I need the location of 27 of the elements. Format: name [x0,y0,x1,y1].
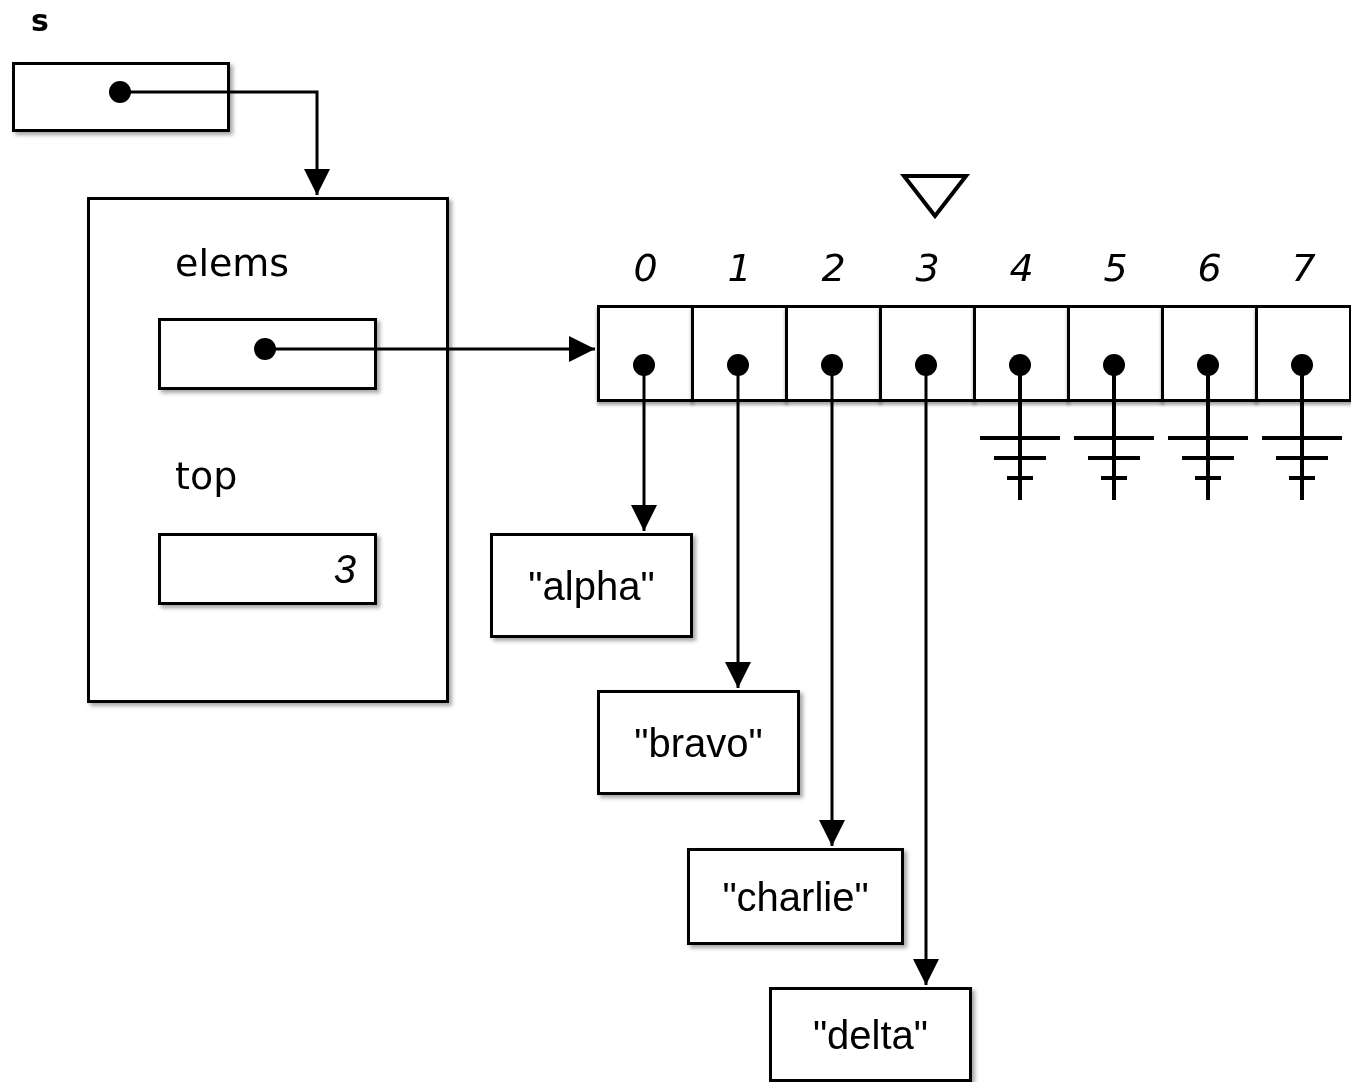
string-box [490,533,693,638]
field-name: elems [175,241,290,285]
string-value: "alpha" [527,563,656,608]
pointer-arrow [913,354,939,985]
string-box [687,848,904,945]
string-value: "charlie" [721,874,870,919]
index-label: 5 [1102,246,1129,290]
pointer-arrow [631,354,657,531]
index-label: 1 [726,246,753,290]
index-label: 2 [820,246,847,290]
string-value: "bravo" [633,720,764,765]
index-label: 4 [1008,246,1035,290]
field-name: top [175,454,238,498]
field-value: 3 [333,546,356,592]
index-label: 3 [914,246,941,290]
pointer-arrow [725,354,751,688]
index-label: 7 [1290,246,1317,290]
pointer-arrow [109,81,330,195]
pointer-arrow [254,336,595,362]
index-label: 0 [632,246,659,290]
pointer-arrow [819,354,845,846]
string-box [769,987,972,1082]
variable-name: s [31,3,49,38]
struct-box [87,197,449,703]
string-box [597,690,800,795]
string-value: "delta" [811,1012,930,1057]
index-label: 6 [1196,246,1223,290]
